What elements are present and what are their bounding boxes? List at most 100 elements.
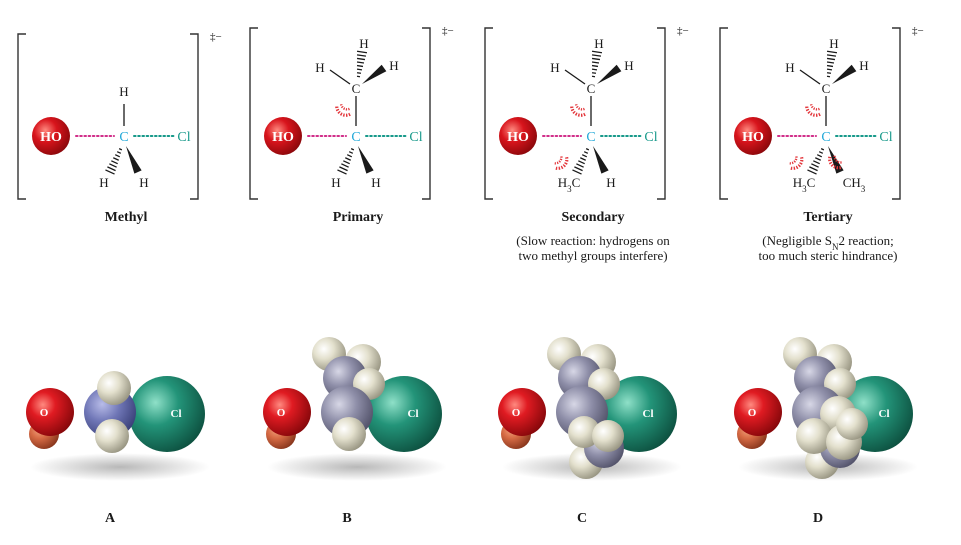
- model-letter: D: [813, 511, 823, 526]
- hydrogen-sphere: [568, 416, 600, 448]
- atom-h-top: H: [359, 36, 368, 51]
- methyl-group-right: CH3: [843, 175, 866, 194]
- space-filling-model: O Cl: [734, 337, 918, 481]
- leaving-group: Cl: [644, 130, 657, 145]
- wedge-bond: [593, 146, 609, 174]
- hydroxide-ball: [32, 117, 70, 155]
- chlorine-label: Cl: [879, 408, 890, 420]
- steric-hindrance-mark: [570, 103, 588, 117]
- model-letter: C: [577, 511, 587, 526]
- hydrogen-sphere: [592, 420, 624, 452]
- leaving-group: Cl: [879, 130, 892, 145]
- chlorine-label: Cl: [408, 408, 419, 420]
- panel-note-line: two methyl groups interfere): [518, 248, 667, 263]
- hashed-bond-top: [591, 50, 603, 78]
- upper-carbon: C: [352, 81, 361, 96]
- oxygen-sphere: [734, 388, 782, 436]
- steric-hindrance-mark: [554, 155, 569, 170]
- atom-h-right: H: [389, 58, 398, 73]
- hashed-bond-top: [356, 50, 368, 78]
- oxygen-sphere: [498, 388, 546, 436]
- central-carbon: C: [821, 130, 830, 145]
- hashed-bond-top: [826, 50, 838, 78]
- wedge-bond-top: [832, 64, 857, 84]
- hydroxide-ball: [734, 117, 772, 155]
- bond-left: [799, 69, 821, 85]
- model-letter: B: [342, 511, 351, 526]
- panel-note-line: too much steric hindrance): [759, 248, 898, 263]
- atom-h-right: H: [624, 58, 633, 73]
- upper-carbon: C: [587, 81, 596, 96]
- steric-hindrance-mark: [828, 155, 843, 170]
- atom-h-bottom-right: H: [139, 175, 148, 190]
- leaving-group: Cl: [409, 130, 422, 145]
- oxygen-label: O: [512, 407, 521, 419]
- panel-note-line: (Negligible SN2 reaction;: [762, 233, 893, 252]
- wedge-bond-top: [362, 64, 387, 84]
- oxygen-sphere: [26, 388, 74, 436]
- leaving-group: Cl: [177, 130, 190, 145]
- model-shadow: [267, 453, 447, 481]
- nucleophile-label: HO: [40, 130, 62, 145]
- right-bracket: [892, 27, 901, 200]
- bond-left: [564, 69, 586, 85]
- right-bracket: [190, 33, 199, 200]
- nucleophile-label: HO: [742, 130, 764, 145]
- left-bracket: [17, 33, 26, 200]
- transition-state-charge: ‡−: [677, 25, 689, 37]
- hydrogen-sphere: [836, 408, 868, 440]
- hydroxide-ball: [499, 117, 537, 155]
- right-bracket: [657, 27, 666, 200]
- oxygen-label: O: [748, 407, 757, 419]
- hydrogen-sphere: [796, 418, 832, 454]
- atom-h-left: H: [785, 60, 794, 75]
- hydrogen-sphere: [97, 371, 131, 405]
- wedge-bond-top: [597, 64, 622, 84]
- steric-hindrance-mark: [335, 103, 353, 117]
- space-filling-model: O Cl: [498, 337, 682, 481]
- central-carbon: C: [586, 130, 595, 145]
- chlorine-label: Cl: [643, 408, 654, 420]
- atom-h-top: H: [594, 36, 603, 51]
- atom-h-left: H: [315, 60, 324, 75]
- hashed-bond: [105, 148, 123, 175]
- left-bracket: [719, 27, 728, 200]
- oxygen-sphere: [263, 388, 311, 436]
- central-carbon: C: [351, 130, 360, 145]
- methyl-group-left: H3C: [793, 175, 816, 194]
- nucleophile-label: HO: [272, 130, 294, 145]
- oxygen-label: O: [277, 407, 286, 419]
- transition-state-charge: ‡−: [210, 31, 222, 43]
- model-letter: A: [105, 511, 116, 526]
- panel-title: Methyl: [105, 210, 148, 225]
- chlorine-sphere: [366, 376, 442, 452]
- atom-h-bottom-left: H: [99, 175, 108, 190]
- panel-note-line: (Slow reaction: hydrogens on: [516, 233, 670, 248]
- upper-carbon: C: [822, 81, 831, 96]
- hydrogen-sphere: [95, 419, 129, 453]
- central-carbon: C: [119, 130, 128, 145]
- oxygen-label: O: [40, 407, 49, 419]
- atom-h-top: H: [829, 36, 838, 51]
- transition-state-charge: ‡−: [442, 25, 454, 37]
- panel-title: Secondary: [562, 210, 625, 225]
- hydroxide-ball: [264, 117, 302, 155]
- hashed-bond: [807, 148, 825, 175]
- transition-state-charge: ‡−: [912, 25, 924, 37]
- model-shadow: [30, 453, 210, 481]
- atom-h-bottom-left: H: [331, 175, 340, 190]
- left-bracket: [484, 27, 493, 200]
- bond-left: [329, 69, 351, 85]
- atom-h-top: H: [119, 84, 128, 99]
- hydrogen-sphere: [332, 417, 366, 451]
- nucleophile-label: HO: [507, 130, 529, 145]
- panel-title: Primary: [333, 210, 384, 225]
- steric-hindrance-mark: [789, 155, 804, 170]
- atom-h-bottom-right: H: [606, 175, 615, 190]
- right-bracket: [422, 27, 431, 200]
- hashed-bond: [337, 148, 355, 175]
